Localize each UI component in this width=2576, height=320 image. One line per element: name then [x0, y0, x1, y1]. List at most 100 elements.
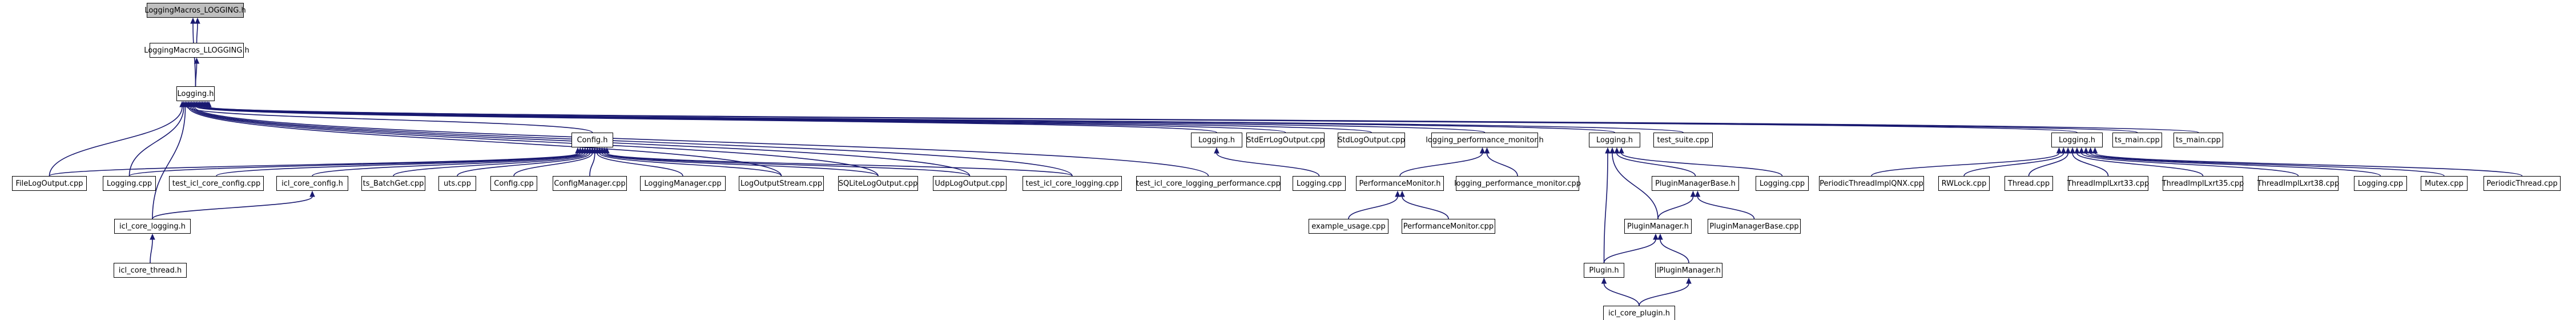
graph-edge [2076, 153, 2204, 177]
graph-node-config-cpp[interactable]: Config.cpp [490, 176, 537, 191]
graph-edge-arrowhead [1653, 233, 1659, 240]
graph-node-pluginmgr-h[interactable]: PluginManager.h [1624, 219, 1692, 234]
graph-node-ts-main2[interactable]: ts_main.cpp [2174, 133, 2223, 147]
graph-edge [1621, 153, 1783, 177]
graph-node-logging-cpp3[interactable]: Logging.cpp [1756, 176, 1809, 191]
graph-node-logging-cpp4[interactable]: Logging.cpp [2354, 176, 2407, 191]
graph-node-test-core-logperf[interactable]: test_icl_core_logging_performance.cpp [1136, 176, 1281, 191]
graph-edge [513, 153, 593, 177]
graph-node-example-cpp[interactable]: example_usage.cpp [1309, 219, 1388, 234]
graph-edge-arrowhead [190, 17, 196, 24]
graph-node-periodic-cpp[interactable]: PeriodicThread.cpp [2484, 176, 2561, 191]
graph-edge-arrowhead [150, 233, 155, 240]
graph-node-plugin-h[interactable]: Plugin.h [1584, 263, 1624, 278]
graph-edge-arrowhead [1479, 147, 1486, 154]
graph-node-core-config-h[interactable]: icl_core_config.h [276, 176, 348, 191]
graph-node-periodic-qnx[interactable]: PeriodicThreadImplQNX.cpp [1819, 176, 1924, 191]
graph-node-test-core-logging[interactable]: test_icl_core_logging.cpp [1023, 176, 1122, 191]
graph-node-logging-h2[interactable]: Logging.h [1191, 133, 1242, 147]
graph-edge [1486, 153, 1518, 177]
graph-node-core-plugin-h[interactable]: icl_core_plugin.h [1603, 306, 1675, 320]
graph-node-core-thread-h[interactable]: icl_core_thread.h [114, 263, 187, 278]
graph-edge-arrowhead [192, 101, 198, 107]
graph-edge-arrowhead [2087, 147, 2094, 154]
graph-node-udplog-cpp[interactable]: UdpLogOutput.cpp [933, 176, 1007, 191]
graph-node-perfmon-h[interactable]: PerformanceMonitor.h [1356, 176, 1444, 191]
graph-node-thread-cpp[interactable]: Thread.cpp [2005, 176, 2053, 191]
graph-node-llogging[interactable]: LoggingMacros_LLOGGING.h [144, 43, 249, 58]
graph-edge-arrowhead [1657, 233, 1663, 240]
graph-edge-arrowhead [1601, 277, 1607, 284]
graph-edge [196, 23, 198, 43]
graph-node-config-h[interactable]: Config.h [571, 133, 613, 147]
graph-node-ts-main1[interactable]: ts_main.cpp [2112, 133, 2162, 147]
graph-edge-arrowhead [1395, 190, 1400, 197]
graph-node-test-core-config[interactable]: test_icl_core_config.cpp [169, 176, 264, 191]
graph-edge-arrowhead [2070, 147, 2075, 154]
graph-node-mutex-cpp[interactable]: Mutex.cpp [2421, 176, 2468, 191]
graph-edge-arrowhead [1605, 147, 1611, 154]
graph-edge-arrowhead [1686, 277, 1692, 284]
graph-edge-arrowhead [604, 147, 610, 154]
graph-edge [1603, 283, 1640, 306]
graph-edge [208, 106, 2199, 133]
graph-edge-arrowhead [2060, 147, 2067, 154]
graph-node-logperfmon-cpp[interactable]: logging_performance_monitor.cpp [1454, 176, 1581, 191]
graph-edge-arrowhead [2092, 147, 2098, 154]
graph-node-stderr-cpp[interactable]: StdErrLogOutput.cpp [1246, 133, 1325, 147]
graph-node-logmgr-cpp[interactable]: LoggingManager.cpp [640, 176, 726, 191]
graph-edge [1639, 283, 1689, 306]
graph-node-tsbatchget[interactable]: ts_BatchGet.cpp [361, 176, 425, 191]
graph-edge [128, 106, 184, 177]
graph-edge [203, 106, 1684, 133]
graph-node-stdlog-cpp[interactable]: StdLogOutput.cpp [1338, 133, 1405, 147]
graph-edge [186, 106, 593, 133]
graph-edge [49, 106, 183, 177]
graph-node-configmgr-cpp[interactable]: ConfigManager.cpp [553, 176, 627, 191]
graph-edge [1603, 239, 1656, 263]
graph-edge [1612, 153, 1659, 219]
graph-node-rwlock-cpp[interactable]: RWLock.cpp [1938, 176, 1990, 191]
graph-edge [599, 153, 782, 177]
graph-node-uts-cpp[interactable]: uts.cpp [438, 176, 476, 191]
graph-edge [188, 106, 782, 177]
graph-node-core-logging-h[interactable]: icl_core_logging.h [114, 219, 191, 234]
graph-node-logging-h[interactable]: Logging.h [176, 86, 215, 101]
graph-edge-arrowhead [195, 17, 200, 24]
graph-node-logging-h3[interactable]: Logging.h [1589, 133, 1640, 147]
graph-edge [190, 106, 879, 177]
graph-edge-arrowhead [2056, 147, 2062, 154]
graph-edge [195, 63, 198, 87]
graph-node-pluginmgrbase-h[interactable]: PluginManagerBase.h [1652, 176, 1739, 191]
graph-edge [1216, 153, 1320, 177]
graph-node-perfmon-cpp[interactable]: PerformanceMonitor.cpp [1402, 219, 1495, 234]
graph-node-logging-h4[interactable]: Logging.h [2051, 133, 2103, 147]
graph-node-sqlite-cpp[interactable]: SQLiteLogOutput.cpp [838, 176, 918, 191]
graph-edge-arrowhead [2079, 147, 2084, 154]
graph-node-iplugmgr-h[interactable]: IPluginManager.h [1655, 263, 1722, 278]
graph-node-filelog-cpp[interactable]: FileLogOutput.cpp [12, 176, 87, 191]
graph-node-perf-mon-h[interactable]: logging_performance_monitor.h [1426, 133, 1544, 147]
graph-node-lxrt33-cpp[interactable]: ThreadImplLxrt33.cpp [2067, 176, 2149, 191]
graph-edge-arrowhead [1619, 147, 1624, 154]
graph-node-root: LoggingMacros_LOGGING.h [144, 3, 246, 18]
graph-edge [1963, 153, 2064, 177]
graph-node-pluginmgrbase-cpp[interactable]: PluginManagerBase.cpp [1708, 219, 1801, 234]
graph-edge [150, 239, 153, 263]
graph-node-lxrt35-cpp[interactable]: ThreadImplLxrt35.cpp [2162, 176, 2244, 191]
graph-node-test-suite[interactable]: test_suite.cpp [1653, 133, 1713, 147]
graph-node-logstream-cpp[interactable]: LogOutputStream.cpp [739, 176, 824, 191]
graph-edge-arrowhead [2065, 147, 2071, 154]
graph-edge-arrowhead [2083, 147, 2089, 154]
graph-edge-arrowhead [194, 57, 200, 64]
graph-edge [2028, 153, 2069, 177]
graph-node-lxrt38-cpp[interactable]: ThreadImplLxrt38.cpp [2257, 176, 2339, 191]
graph-edge [393, 153, 588, 177]
graph-edge [2085, 153, 2381, 177]
graph-node-logging-cpp1[interactable]: Logging.cpp [103, 176, 156, 191]
graph-node-logging-cpp2[interactable]: Logging.cpp [1293, 176, 1346, 191]
graph-edge [589, 153, 595, 177]
graph-edge [2094, 153, 2523, 177]
graph-edge [1660, 239, 1689, 263]
graph-edge [2090, 153, 2445, 177]
